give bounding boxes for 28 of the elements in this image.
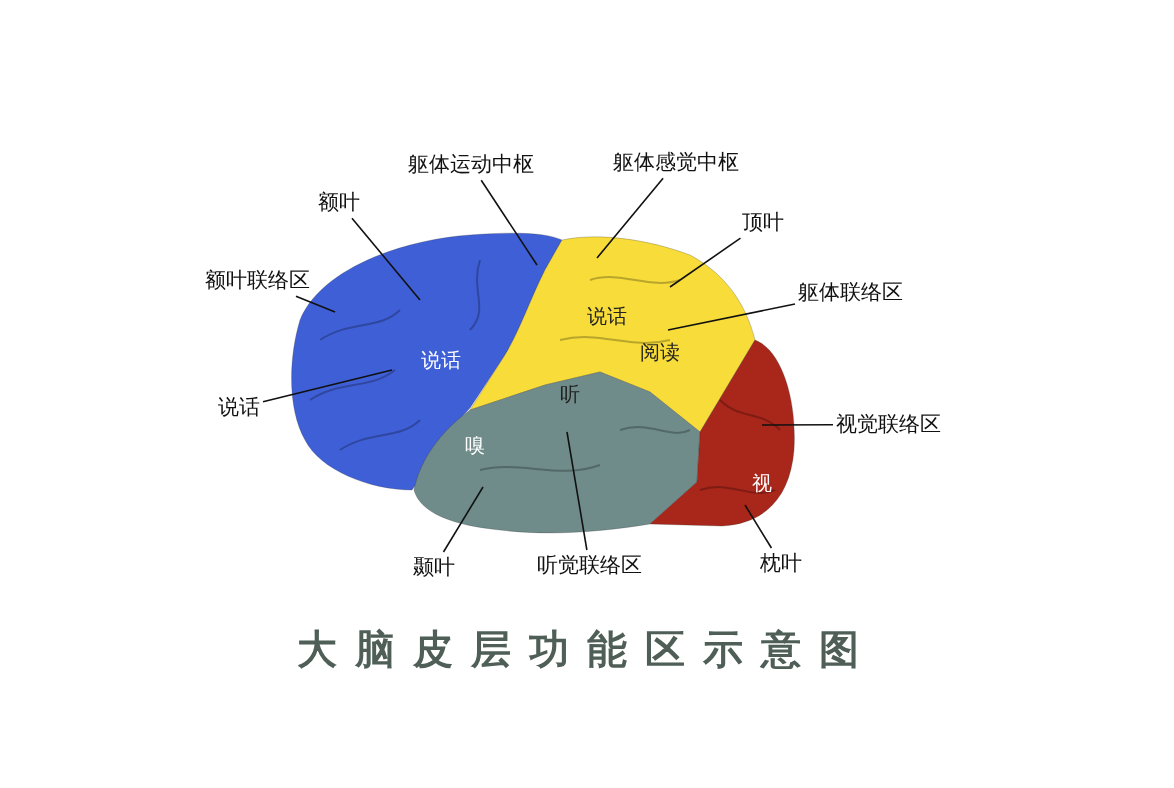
callout-label: 躯体联络区 <box>798 280 903 306</box>
leader-line <box>667 303 796 331</box>
leader-line <box>669 237 742 288</box>
leader-line <box>351 217 421 301</box>
region-label: 视 <box>752 469 772 497</box>
callout-label: 额叶联络区 <box>205 268 310 294</box>
leader-line <box>566 431 588 551</box>
region-label: 说话 <box>421 346 461 374</box>
callout-label: 说话 <box>218 395 260 421</box>
callout-label: 听觉联络区 <box>537 553 642 579</box>
region-label: 听 <box>560 380 580 408</box>
region-label: 阅读 <box>640 338 680 366</box>
leader-line <box>744 504 773 549</box>
callout-label: 额叶 <box>318 190 360 216</box>
callout-label: 颞叶 <box>413 555 455 581</box>
callout-label: 顶叶 <box>742 210 784 236</box>
callout-label: 枕叶 <box>760 551 802 577</box>
leader-line <box>442 486 484 553</box>
callout-label: 躯体运动中枢 <box>408 152 534 178</box>
leader-line <box>596 177 664 259</box>
region-label: 说话 <box>587 302 627 330</box>
leader-line <box>480 179 538 266</box>
title: 大脑皮层功能区示意图 <box>296 624 878 674</box>
callout-label: 视觉联络区 <box>836 412 941 438</box>
region-label: 嗅 <box>465 431 485 459</box>
leader-line <box>262 369 393 403</box>
callout-label: 躯体感觉中枢 <box>613 150 739 176</box>
leader-line <box>761 423 834 426</box>
